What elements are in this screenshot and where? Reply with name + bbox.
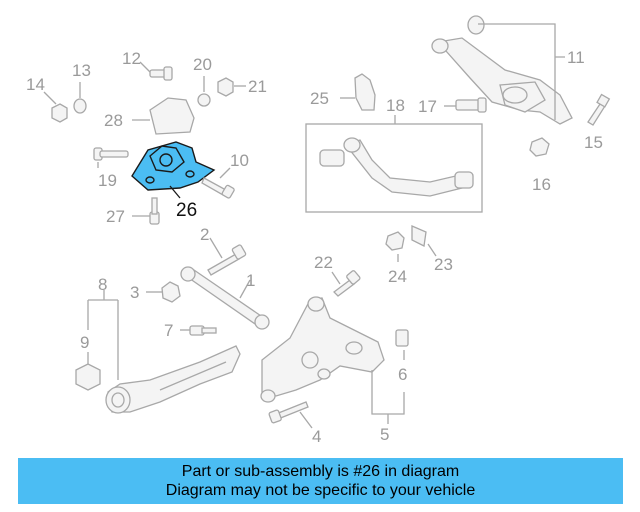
part-25-bracket bbox=[340, 73, 376, 111]
part-26-mount-highlighted[interactable] bbox=[131, 141, 216, 199]
label-21: 21 bbox=[248, 77, 267, 96]
label-13: 13 bbox=[72, 61, 91, 80]
leader-5 bbox=[371, 370, 405, 424]
label-26: 26 bbox=[176, 200, 197, 221]
leader-11 bbox=[478, 23, 565, 120]
part-23-clip bbox=[411, 225, 437, 257]
label-2: 2 bbox=[200, 225, 209, 244]
banner-line-1: Part or sub-assembly is #26 in diagram bbox=[181, 463, 460, 480]
part-13-washer bbox=[73, 98, 87, 114]
label-5: 5 bbox=[380, 425, 389, 444]
part-8-lower-arm bbox=[105, 345, 241, 414]
label-8: 8 bbox=[98, 275, 107, 294]
label-19: 19 bbox=[98, 171, 117, 190]
part-4-bolt bbox=[268, 401, 313, 429]
info-banner: Part or sub-assembly is #26 in diagram D… bbox=[18, 458, 623, 504]
label-23: 23 bbox=[434, 255, 453, 274]
label-18: 18 bbox=[386, 96, 405, 115]
part-11-trailing-arm bbox=[431, 15, 573, 125]
label-4: 4 bbox=[312, 427, 321, 446]
part-12-bolt bbox=[139, 61, 173, 81]
label-25: 25 bbox=[310, 89, 329, 108]
part-19-bolt bbox=[93, 147, 129, 168]
banner-line-2: Diagram may not be specific to your vehi… bbox=[165, 482, 476, 499]
part-3-nut bbox=[161, 281, 181, 303]
label-16: 16 bbox=[532, 175, 551, 194]
part-2-bolt bbox=[207, 237, 247, 276]
part-16-nut bbox=[529, 137, 550, 157]
label-11: 11 bbox=[567, 48, 585, 67]
part-6-bolt bbox=[395, 329, 409, 360]
knuckle-assembly bbox=[260, 296, 385, 403]
label-10: 10 bbox=[230, 151, 249, 170]
label-3: 3 bbox=[130, 283, 139, 302]
part-9-bushing bbox=[75, 363, 101, 391]
part-22-bolt bbox=[331, 270, 361, 297]
label-28: 28 bbox=[104, 111, 123, 130]
label-14: 14 bbox=[26, 75, 45, 94]
label-27: 27 bbox=[106, 207, 125, 226]
label-20: 20 bbox=[193, 55, 212, 74]
label-22: 22 bbox=[314, 253, 333, 272]
label-24: 24 bbox=[388, 267, 407, 286]
part-7-bolt bbox=[180, 325, 217, 336]
part-15-bolt bbox=[587, 93, 611, 126]
label-15: 15 bbox=[584, 133, 603, 152]
part-24-nut bbox=[385, 231, 405, 251]
leader-8 bbox=[87, 290, 119, 380]
part-1-lateral-link bbox=[180, 266, 270, 330]
part-27-bolt bbox=[132, 197, 160, 225]
label-1: 1 bbox=[246, 271, 255, 290]
part-20-washer bbox=[197, 93, 211, 107]
label-9: 9 bbox=[80, 333, 89, 352]
part-18-group-box bbox=[305, 115, 483, 213]
label-6: 6 bbox=[398, 365, 407, 384]
part-10-bolt bbox=[201, 167, 235, 199]
part-14-nut bbox=[51, 103, 68, 123]
label-12: 12 bbox=[122, 49, 141, 68]
part-21-nut bbox=[217, 77, 234, 97]
part-17-bolt bbox=[444, 97, 487, 113]
label-7: 7 bbox=[164, 321, 173, 340]
label-17: 17 bbox=[418, 97, 437, 116]
part-28-cover bbox=[132, 97, 195, 135]
